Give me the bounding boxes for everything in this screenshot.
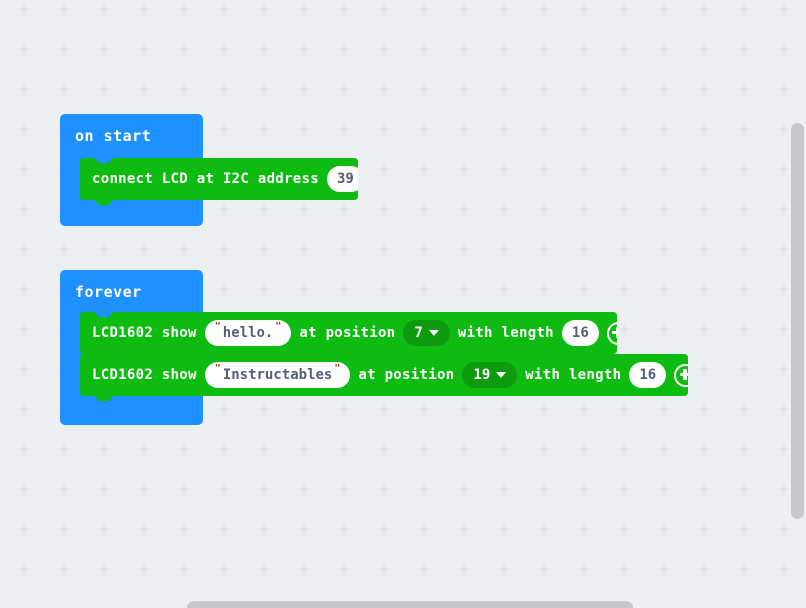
connect-lcd-block[interactable]: connect LCD at I2C address 39 xyxy=(80,158,358,205)
close-quote: " xyxy=(275,321,282,332)
text-input-field[interactable]: " Instructables " xyxy=(205,362,351,388)
text-value: hello. xyxy=(222,325,274,341)
open-quote: " xyxy=(214,363,221,374)
position-value: 7 xyxy=(414,325,423,341)
i2c-address-field[interactable]: 39 xyxy=(327,166,364,192)
text-value: Instructables xyxy=(222,367,333,383)
dropdown-arrow-icon xyxy=(496,372,506,378)
vertical-scrollbar[interactable] xyxy=(791,123,804,519)
at-position-label: at position xyxy=(358,367,455,383)
length-field[interactable]: 16 xyxy=(629,362,666,388)
position-dropdown[interactable]: 7 xyxy=(403,320,449,346)
position-value: 19 xyxy=(473,367,491,383)
text-input-field[interactable]: " hello. " xyxy=(205,320,292,346)
lcd-show-block-1[interactable]: LCD1602 show " hello. " at position 7 wi… xyxy=(80,312,617,359)
with-length-label: with length xyxy=(525,367,622,383)
dropdown-arrow-icon xyxy=(429,330,439,336)
position-dropdown[interactable]: 19 xyxy=(462,362,517,388)
on-start-label: on start xyxy=(75,127,152,145)
length-field[interactable]: 16 xyxy=(562,320,599,346)
with-length-label: with length xyxy=(457,325,554,341)
horizontal-scrollbar[interactable] xyxy=(187,601,633,608)
lcd-show-label: LCD1602 show xyxy=(92,325,197,341)
at-position-label: at position xyxy=(299,325,396,341)
connect-lcd-label: connect LCD at I2C address xyxy=(92,171,319,187)
open-quote: " xyxy=(214,321,221,332)
lcd-show-block-2[interactable]: LCD1602 show " Instructables " at positi… xyxy=(80,354,688,401)
lcd-show-label: LCD1602 show xyxy=(92,367,197,383)
forever-label: forever xyxy=(75,283,142,301)
close-quote: " xyxy=(334,363,341,374)
